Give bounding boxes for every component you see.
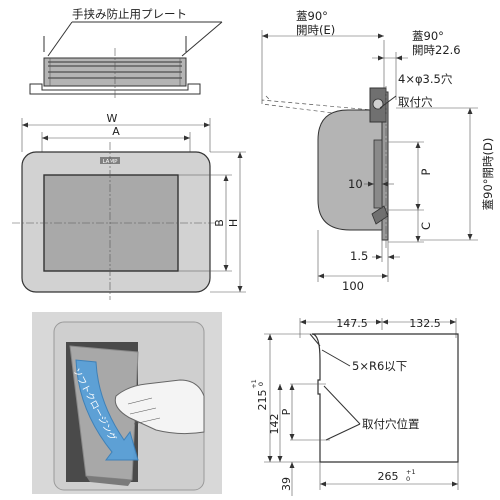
cutout-drawing: 147.5 132.5 5×R6以下 取付穴位置 215 +10 142 P: [250, 317, 459, 496]
top-view: 手挟み防止用プレート: [29, 7, 223, 100]
soft-closing-arrow: [75, 359, 139, 461]
product-photo: ソフトクロージング: [32, 312, 222, 494]
lid-open-d: 蓋90°開時(D): [481, 138, 495, 211]
cutout-dim-265: 265: [378, 470, 399, 483]
front-view: W A LAMP B H: [12, 112, 246, 300]
holes-line2: 取付穴: [398, 95, 433, 109]
cutout-dim-1475: 147.5: [336, 317, 368, 330]
dim-b: B: [213, 219, 226, 227]
cutout-dim-p: P: [280, 408, 293, 415]
dim-w: W: [107, 112, 118, 125]
side-dim-p: P: [419, 168, 433, 175]
holes-line1: 4×φ3.5穴: [398, 72, 453, 86]
side-dim-10: 10: [348, 177, 363, 191]
radius-note: 5×R6以下: [352, 359, 407, 373]
lid-open-226-line2: 開時22.6: [412, 43, 461, 57]
logo-text: LAMP: [102, 159, 118, 165]
side-dim-c: C: [419, 222, 433, 230]
lid-open-e-line1: 蓋90°: [296, 9, 328, 23]
cutout-dim-142: 142: [268, 414, 281, 435]
dim-h: H: [227, 219, 240, 227]
lid-open-226-line1: 蓋90°: [412, 29, 444, 43]
dim-a: A: [112, 125, 120, 138]
side-dim-100: 100: [342, 279, 364, 293]
cutout-dim-39: 39: [280, 477, 293, 491]
anti-pinch-plate-label: 手挟み防止用プレート: [72, 7, 187, 21]
side-view: 蓋90° 開時(E) 蓋90° 開時22.6 4×φ3.5穴 取付穴: [261, 9, 495, 293]
cutout-dim-1325: 132.5: [409, 317, 441, 330]
side-dim-15: 1.5: [350, 249, 368, 263]
hand-sketch: [114, 379, 205, 435]
cutout-dim-215-tol: +10: [250, 379, 265, 389]
lid-open-e-line2: 開時(E): [296, 23, 335, 37]
cutout-dim-215: 215: [256, 390, 269, 411]
mount-position: 取付穴位置: [362, 417, 420, 431]
